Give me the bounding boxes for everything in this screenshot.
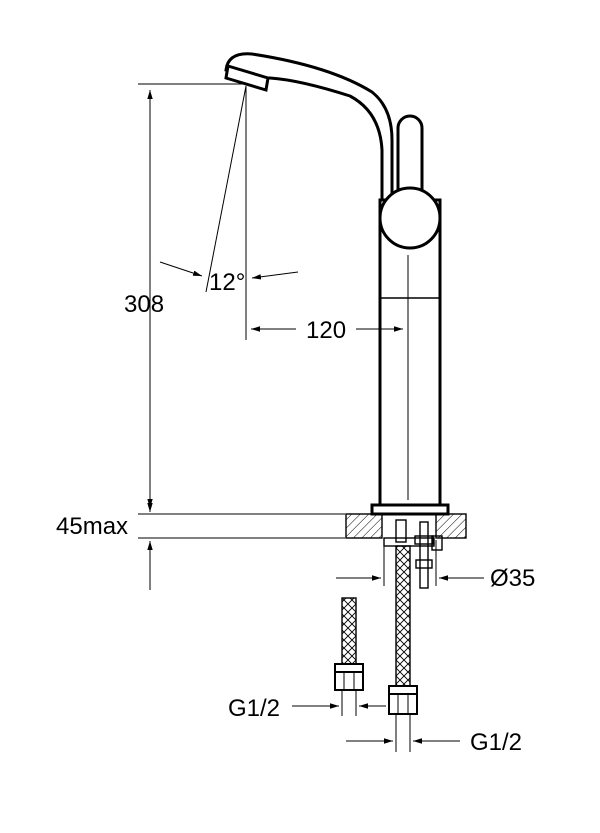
deck-section xyxy=(345,513,467,539)
dim-reach xyxy=(251,255,409,500)
label-hole-diameter: Ø35 xyxy=(490,565,535,592)
label-spout-angle: 12° xyxy=(209,269,245,296)
label-thread-left: G1/2 xyxy=(228,695,280,722)
base-ring xyxy=(370,503,450,516)
dim-thread-left xyxy=(292,690,386,716)
label-deck-thickness: 45max xyxy=(56,513,128,540)
label-total-height: 308 xyxy=(124,291,164,318)
spout xyxy=(224,52,394,202)
supply-hose-right xyxy=(388,545,418,715)
handle-knob xyxy=(378,186,442,250)
dim-hole-diameter xyxy=(336,540,484,586)
supply-hose-left xyxy=(334,597,364,691)
label-thread-right: G1/2 xyxy=(470,729,522,756)
aerator xyxy=(224,64,270,92)
mounting-hardware xyxy=(383,519,443,589)
dim-angle xyxy=(159,85,299,340)
dim-height xyxy=(138,83,345,515)
dim-thread-right xyxy=(346,714,460,752)
dim-deck xyxy=(138,486,345,590)
faucet-body xyxy=(224,52,450,516)
label-spout-reach: 120 xyxy=(306,317,346,344)
